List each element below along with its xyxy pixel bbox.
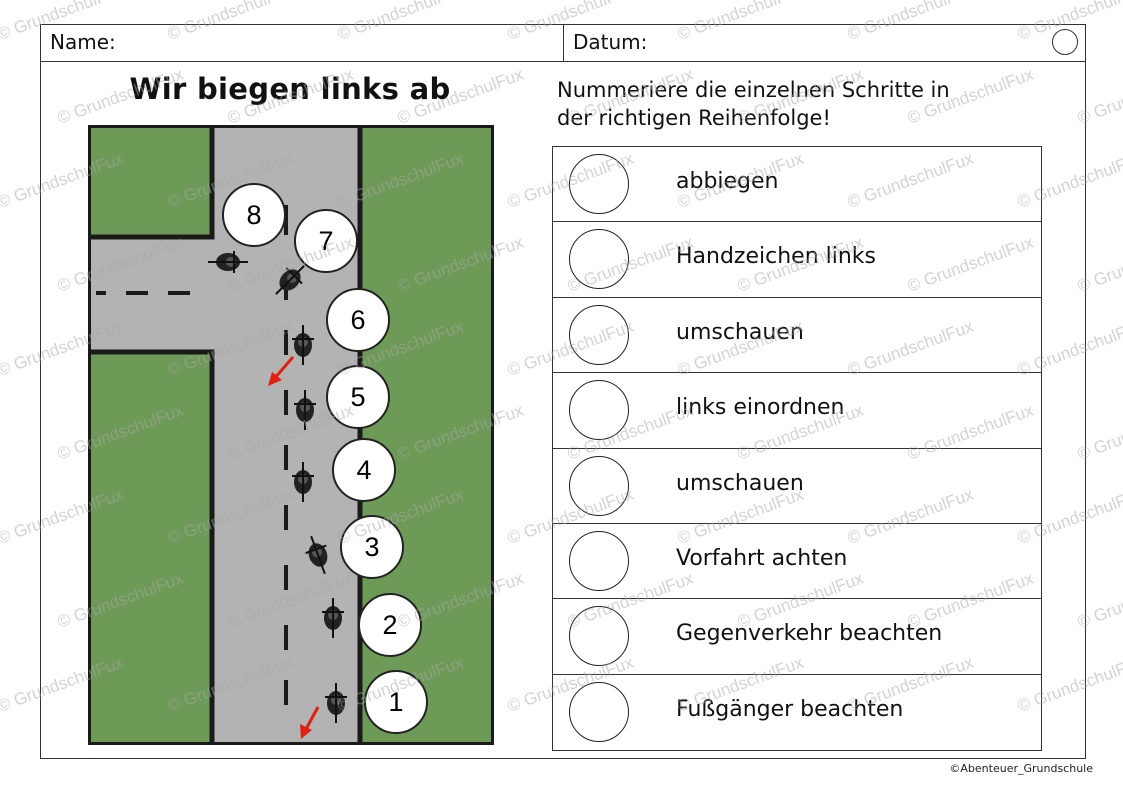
copyright-text: ©Abenteuer_Grundschule — [949, 762, 1093, 775]
map-border — [88, 125, 494, 745]
page-title: Wir biegen links ab — [129, 72, 451, 106]
step-text: Gegenverkehr beachten — [676, 621, 943, 647]
step-row: umschauen — [553, 449, 1041, 524]
step-row: Handzeichen links — [553, 222, 1041, 298]
step-row: Vorfahrt achten — [553, 524, 1041, 600]
svg-text:3: 3 — [364, 532, 379, 562]
step-text: abbiegen — [676, 169, 779, 194]
instruction-text: Nummeriere die einzelnen Schritte in der… — [557, 76, 1027, 132]
step-row: Fußgänger beachten — [553, 675, 1041, 750]
step-number-6: 6 — [326, 288, 390, 352]
svg-text:2: 2 — [382, 610, 397, 640]
steps-table: abbiegen Handzeichen links umschauen lin… — [552, 146, 1042, 751]
number-answer-circle[interactable] — [569, 304, 629, 365]
svg-text:5: 5 — [350, 382, 365, 412]
number-answer-circle[interactable] — [569, 380, 629, 441]
step-number-4: 4 — [332, 438, 396, 502]
svg-text:4: 4 — [356, 455, 371, 485]
step-text: Vorfahrt achten — [676, 545, 848, 571]
red-arrows — [268, 356, 320, 739]
header-divider — [563, 24, 564, 62]
number-answer-circle[interactable] — [569, 681, 629, 742]
step-number-7: 7 — [294, 209, 358, 273]
step-row: links einordnen — [553, 373, 1041, 449]
curb-left — [88, 125, 215, 745]
number-answer-circle[interactable] — [569, 154, 629, 214]
step-row: abbiegen — [553, 147, 1041, 223]
step-text: links einordnen — [676, 395, 845, 421]
instruction-line-1: Nummeriere die einzelnen Schritte in — [557, 78, 950, 102]
number-circles: 8 7 6 5 4 3 2 1 — [222, 183, 428, 734]
step-number-3: 3 — [340, 515, 404, 579]
step-text: Fußgänger beachten — [676, 696, 904, 722]
corner-circle — [1052, 29, 1078, 55]
step-text: Handzeichen links — [676, 244, 877, 270]
step-number-2: 2 — [358, 593, 422, 657]
svg-text:7: 7 — [318, 226, 333, 256]
road-map: 8 7 6 5 4 3 2 1 — [88, 125, 494, 745]
instruction-line-2: der richtigen Reihenfolge! — [557, 106, 831, 130]
step-text: umschauen — [676, 319, 804, 345]
svg-text:1: 1 — [388, 687, 403, 717]
number-answer-circle[interactable] — [569, 606, 629, 667]
step-row: umschauen — [553, 298, 1041, 374]
svg-text:6: 6 — [350, 305, 365, 335]
step-row: Gegenverkehr beachten — [553, 599, 1041, 675]
number-answer-circle[interactable] — [569, 530, 629, 591]
svg-text:8: 8 — [246, 200, 261, 230]
step-number-5: 5 — [326, 365, 390, 429]
name-label: Name: — [50, 30, 116, 54]
number-answer-circle[interactable] — [569, 229, 629, 290]
number-answer-circle[interactable] — [569, 455, 629, 516]
step-number-8: 8 — [222, 183, 286, 247]
step-number-1: 1 — [364, 670, 428, 734]
date-label: Datum: — [573, 30, 648, 54]
step-text: umschauen — [676, 470, 804, 496]
